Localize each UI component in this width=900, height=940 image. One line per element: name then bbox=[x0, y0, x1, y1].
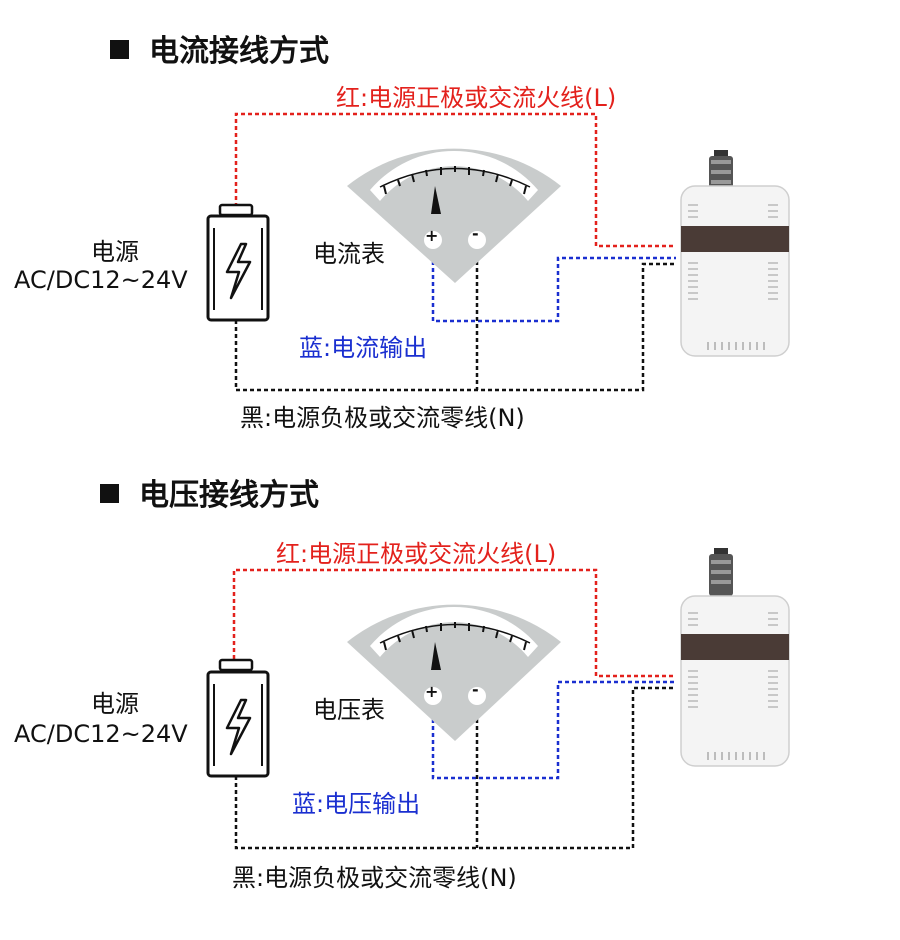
meter-label: 电流表 bbox=[313, 240, 385, 268]
lightning-icon bbox=[225, 698, 252, 756]
voltage-wiring-section: 电压接线方式 bbox=[0, 462, 900, 932]
section-heading: 电压接线方式 bbox=[100, 470, 319, 514]
black-wire bbox=[234, 686, 676, 850]
current-wiring-section: 电流接线方式 bbox=[14, 26, 790, 432]
blue-wire bbox=[431, 680, 676, 780]
heading-text: 电流接线方式 bbox=[149, 34, 329, 69]
black-wire-label: 黑:电源负极或交流零线(N) bbox=[232, 864, 517, 892]
meter-icon bbox=[347, 148, 561, 283]
meter-minus-terminal: - bbox=[472, 224, 479, 243]
heading-bullet-icon bbox=[110, 40, 129, 59]
sensor-device-icon bbox=[680, 150, 790, 357]
wiring-diagram bbox=[206, 112, 790, 392]
wiring-diagram bbox=[206, 548, 790, 850]
lightning-icon bbox=[225, 242, 252, 300]
meter-plus-terminal: + bbox=[425, 226, 439, 245]
sensor-device-icon bbox=[680, 548, 790, 767]
red-wire bbox=[234, 112, 676, 248]
meter-minus-terminal: - bbox=[472, 680, 479, 699]
blue-wire bbox=[431, 240, 676, 323]
black-wire-label: 黑:电源负极或交流零线(N) bbox=[240, 404, 525, 432]
power-label-line2: AC/DC12~24V bbox=[14, 266, 188, 294]
power-label-line2: AC/DC12~24V bbox=[14, 720, 188, 748]
blue-wire-label: 蓝:电压输出 bbox=[292, 790, 421, 818]
red-wire bbox=[232, 568, 676, 678]
meter-label: 电压表 bbox=[313, 696, 385, 724]
meter-icon bbox=[347, 604, 561, 741]
blue-wire-label: 蓝:电流输出 bbox=[299, 334, 428, 362]
red-wire-label: 红:电源正极或交流火线(L) bbox=[276, 540, 557, 568]
section-heading: 电流接线方式 bbox=[110, 26, 329, 70]
meter-plus-terminal: + bbox=[425, 682, 439, 701]
black-wire bbox=[234, 262, 676, 392]
power-label-line1: 电源 bbox=[91, 238, 139, 266]
power-label-line1: 电源 bbox=[91, 690, 139, 718]
battery-icon bbox=[206, 658, 270, 778]
red-wire-label: 红:电源正极或交流火线(L) bbox=[336, 84, 617, 112]
battery-icon bbox=[206, 203, 270, 322]
heading-text: 电压接线方式 bbox=[139, 478, 319, 513]
heading-bullet-icon bbox=[100, 484, 119, 503]
